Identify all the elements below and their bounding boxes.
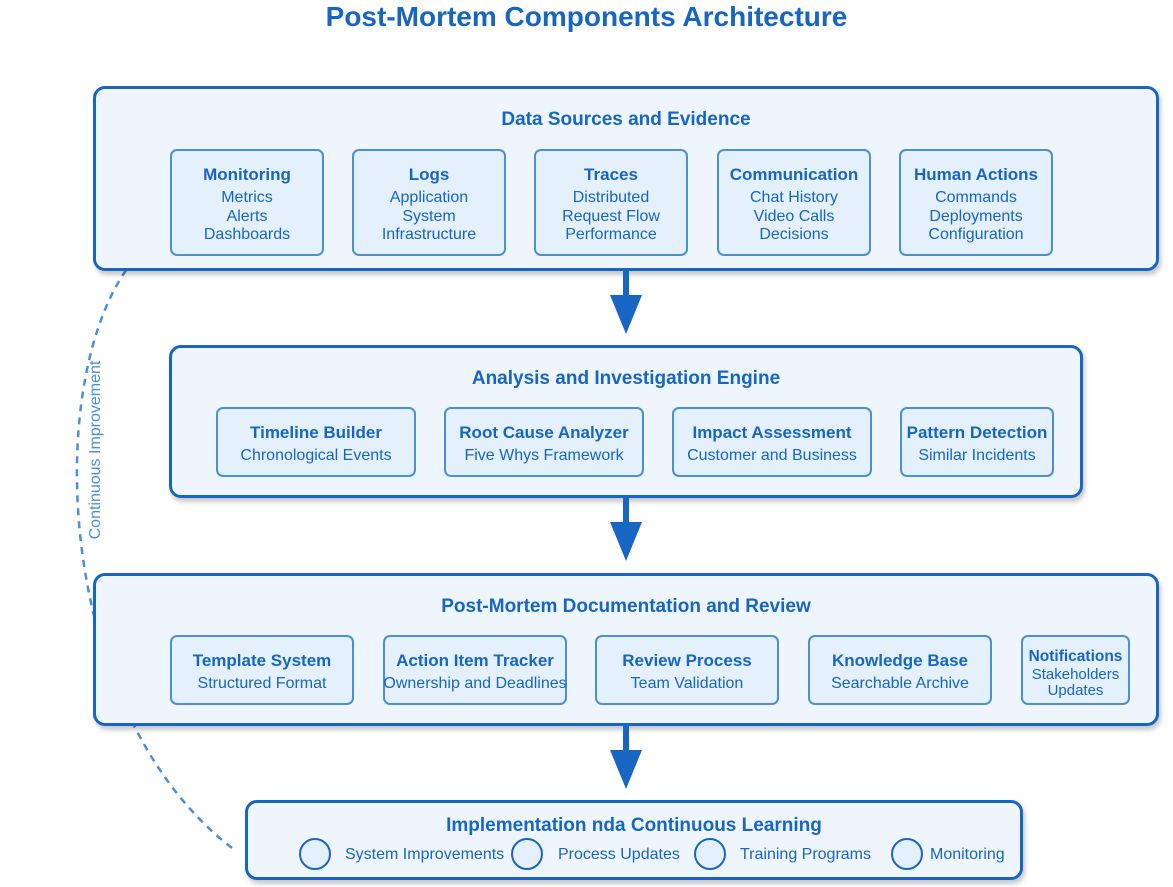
card-line: Structured Format xyxy=(197,675,327,692)
card-title: Knowledge Base xyxy=(831,651,969,670)
implementation-item-label: System Improvements xyxy=(345,846,505,863)
card-line: Configuration xyxy=(928,226,1024,243)
card-line: Infrastructure xyxy=(381,226,477,243)
card-line: Stakeholders xyxy=(1031,666,1120,683)
analysis-panel: Analysis and Investigation Engine Timeli… xyxy=(169,345,1083,498)
card-title: Pattern Detection xyxy=(906,423,1048,442)
implementation-item-label: Monitoring xyxy=(930,846,1005,863)
card-line: Customer and Business xyxy=(687,447,857,464)
circle-icon xyxy=(891,838,923,870)
card-line: Chat History xyxy=(749,189,839,206)
card-line: Video Calls xyxy=(753,207,835,225)
traces-card[interactable]: Traces Distributed Request Flow Performa… xyxy=(534,149,688,256)
card-line: Decisions xyxy=(759,226,829,243)
card-title: Action Item Tracker xyxy=(396,651,554,670)
card-line: Distributed xyxy=(572,189,650,206)
card-title: Root Cause Analyzer xyxy=(459,423,629,442)
root-cause-analyzer-card[interactable]: Root Cause Analyzer Five Whys Framework xyxy=(444,407,644,477)
card-line: Ownership and Deadlines xyxy=(383,675,567,692)
action-item-tracker-card[interactable]: Action Item Tracker Ownership and Deadli… xyxy=(383,635,567,705)
card-line: Five Whys Framework xyxy=(464,447,624,464)
implementation-title: Implementation nda Continuous Learning xyxy=(446,815,822,836)
implementation-panel: Implementation nda Continuous Learning xyxy=(245,800,1023,880)
template-system-card[interactable]: Template System Structured Format xyxy=(170,635,354,705)
card-line: Updates xyxy=(1047,682,1104,699)
card-line: Searchable Archive xyxy=(831,675,969,692)
card-line: Alerts xyxy=(226,207,268,225)
card-line: System xyxy=(402,207,456,225)
card-title: Review Process xyxy=(622,651,752,670)
impact-assessment-card[interactable]: Impact Assessment Customer and Business xyxy=(672,407,872,477)
timeline-builder-card[interactable]: Timeline Builder Chronological Events xyxy=(216,407,416,477)
circle-icon xyxy=(694,838,726,870)
card-title: Traces xyxy=(584,165,638,184)
card-line: Application xyxy=(389,189,469,206)
flow-arrow-down xyxy=(610,271,642,334)
card-line: Performance xyxy=(565,226,657,243)
card-title: Monitoring xyxy=(203,165,291,184)
card-title: Human Actions xyxy=(913,165,1039,184)
circle-icon xyxy=(299,838,331,870)
analysis-title: Analysis and Investigation Engine xyxy=(471,368,781,389)
card-title: Logs xyxy=(408,165,450,184)
flow-arrow-down xyxy=(610,498,642,561)
knowledge-base-card[interactable]: Knowledge Base Searchable Archive xyxy=(808,635,992,705)
card-line: Chronological Events xyxy=(240,447,392,464)
circle-icon xyxy=(511,838,543,870)
flow-arrow-down xyxy=(610,726,642,789)
review-process-card[interactable]: Review Process Team Validation xyxy=(595,635,779,705)
pattern-detection-card[interactable]: Pattern Detection Similar Incidents xyxy=(900,407,1054,477)
notifications-card[interactable]: Notifications Stakeholders Updates xyxy=(1021,635,1130,705)
card-line: Similar Incidents xyxy=(918,447,1036,464)
card-line: Dashboards xyxy=(203,226,291,243)
documentation-panel: Post-Mortem Documentation and Review Tem… xyxy=(93,573,1159,726)
diagram-title: Post-Mortem Components Architecture xyxy=(325,1,848,32)
card-line: Team Validation xyxy=(630,675,744,692)
card-line: Request Flow xyxy=(562,207,660,225)
card-title: Notifications xyxy=(1028,648,1123,665)
implementation-item-label: Process Updates xyxy=(558,846,680,863)
card-title: Template System xyxy=(192,651,332,670)
data-sources-title: Data Sources and Evidence xyxy=(501,109,751,130)
monitoring-card[interactable]: Monitoring Metrics Alerts Dashboards xyxy=(170,149,324,256)
human-actions-card[interactable]: Human Actions Commands Deployments Confi… xyxy=(899,149,1053,256)
card-title: Timeline Builder xyxy=(250,423,382,442)
data-sources-panel: Data Sources and Evidence Monitoring Met… xyxy=(93,86,1159,271)
documentation-title: Post-Mortem Documentation and Review xyxy=(441,596,811,617)
logs-card[interactable]: Logs Application System Infrastructure xyxy=(352,149,506,256)
card-title: Impact Assessment xyxy=(692,423,852,442)
card-line: Commands xyxy=(935,189,1017,206)
card-title: Communication xyxy=(729,165,859,184)
card-line: Metrics xyxy=(221,189,273,206)
communication-card[interactable]: Communication Chat History Video Calls D… xyxy=(717,149,871,256)
card-line: Deployments xyxy=(929,207,1023,225)
implementation-item-label: Training Programs xyxy=(740,846,872,863)
